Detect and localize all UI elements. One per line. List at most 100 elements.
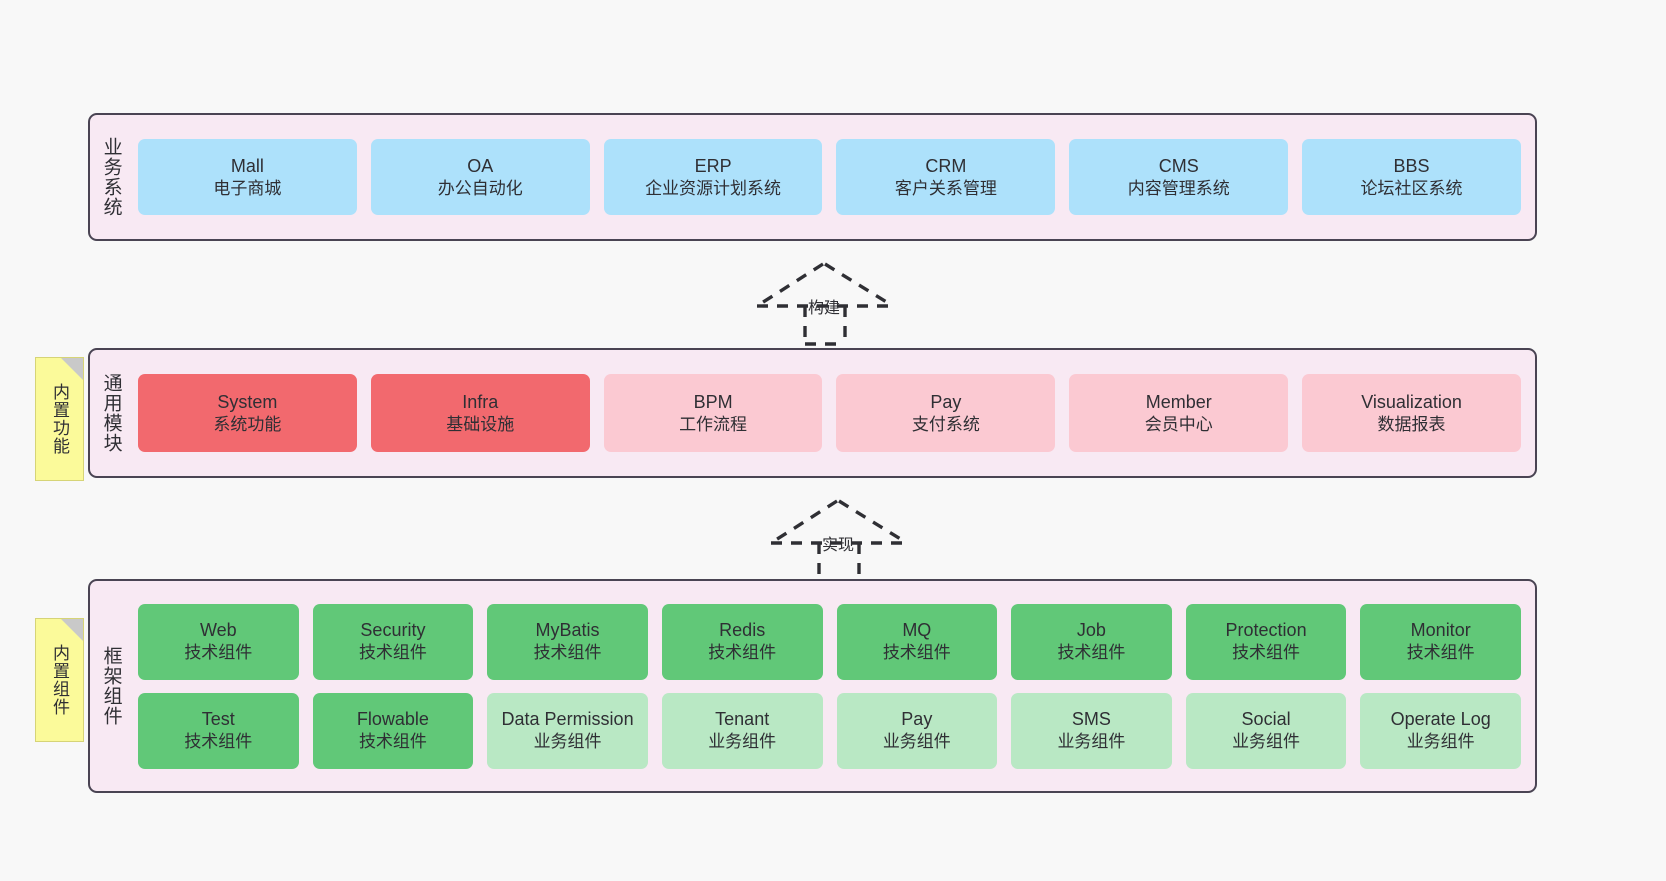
card-subtitle: 技术组件 <box>533 643 602 663</box>
card-subtitle: 电子商城 <box>213 178 282 198</box>
card-title: Protection <box>1225 620 1307 641</box>
card-subtitle: 技术组件 <box>184 732 253 752</box>
card-title: SMS <box>1071 709 1111 730</box>
layer-common-module: 通用模块 System 系统功能 Infra 基础设施 BPM 工作流程 Pay… <box>88 348 1537 478</box>
card-title: OA <box>467 155 494 176</box>
card-test[interactable]: Test 技术组件 <box>138 692 299 769</box>
card-redis[interactable]: Redis 技术组件 <box>661 603 823 680</box>
card-title: MQ <box>902 620 932 641</box>
card-pay-component[interactable]: Pay 业务组件 <box>836 692 998 769</box>
card-erp[interactable]: ERP 企业资源计划系统 <box>603 139 823 215</box>
card-title: Operate Log <box>1390 709 1491 730</box>
card-data-permission[interactable]: Data Permission 业务组件 <box>487 692 648 769</box>
note-label: 内置功能 <box>50 383 70 455</box>
connector-implement-label: 实现 <box>822 537 855 554</box>
card-subtitle: 工作流程 <box>679 414 748 434</box>
card-subtitle: 技术组件 <box>184 643 253 663</box>
card-subtitle: 技术组件 <box>882 643 951 663</box>
card-subtitle: 业务组件 <box>1232 732 1301 752</box>
card-pay-module[interactable]: Pay 支付系统 <box>836 374 1056 452</box>
note-label: 内置组件 <box>50 644 70 716</box>
connector-implement: 实现 <box>767 495 917 583</box>
card-title: Security <box>360 620 426 641</box>
card-subtitle: 数据报表 <box>1377 414 1446 434</box>
card-title: Job <box>1076 620 1106 641</box>
note-builtin-function: 内置功能 <box>35 357 84 481</box>
card-title: Member <box>1145 391 1212 412</box>
card-title: Tenant <box>715 709 770 730</box>
card-cms[interactable]: CMS 内容管理系统 <box>1069 139 1289 215</box>
card-subtitle: 技术组件 <box>358 732 427 752</box>
card-subtitle: 业务组件 <box>1057 732 1126 752</box>
framework-row-business: Test 技术组件 Flowable 技术组件 Data Permission … <box>138 692 1521 769</box>
layer-title-framework-component: 框架组件 <box>100 646 122 726</box>
note-builtin-component: 内置组件 <box>35 618 84 742</box>
card-infra[interactable]: Infra 基础设施 <box>370 374 590 452</box>
card-sms[interactable]: SMS 业务组件 <box>1011 692 1172 769</box>
card-subtitle: 技术组件 <box>1057 643 1126 663</box>
card-subtitle: 业务组件 <box>1406 732 1475 752</box>
card-subtitle: 系统功能 <box>213 414 282 434</box>
card-protection[interactable]: Protection 技术组件 <box>1185 603 1347 680</box>
card-title: CMS <box>1158 155 1199 176</box>
layer-body-common-module: System 系统功能 Infra 基础设施 BPM 工作流程 Pay 支付系统… <box>132 350 1535 476</box>
layer-title-business-system: 业务系统 <box>100 137 122 217</box>
card-subtitle: 客户关系管理 <box>894 178 997 198</box>
card-bpm[interactable]: BPM 工作流程 <box>603 374 823 452</box>
layer-title-common-module: 通用模块 <box>100 373 122 453</box>
card-social[interactable]: Social 业务组件 <box>1185 692 1347 769</box>
card-title: Web <box>199 620 237 641</box>
card-title: Redis <box>719 620 766 641</box>
card-title: Social <box>1241 709 1291 730</box>
card-title: Visualization <box>1361 391 1462 412</box>
card-subtitle: 基础设施 <box>446 414 515 434</box>
card-crm[interactable]: CRM 客户关系管理 <box>836 139 1056 215</box>
card-title: Pay <box>930 391 962 412</box>
card-subtitle: 办公自动化 <box>437 178 523 198</box>
layer-body-framework-component: Web 技术组件 Security 技术组件 MyBatis 技术组件 Redi… <box>132 581 1535 791</box>
card-title: Infra <box>462 391 499 412</box>
card-mybatis[interactable]: MyBatis 技术组件 <box>487 603 648 680</box>
card-title: Monitor <box>1410 620 1471 641</box>
note-fold-corner-icon <box>61 619 83 641</box>
card-subtitle: 论坛社区系统 <box>1360 178 1463 198</box>
card-visualization[interactable]: Visualization 数据报表 <box>1302 374 1521 452</box>
card-subtitle: 技术组件 <box>708 643 777 663</box>
card-title: Pay <box>901 709 933 730</box>
card-subtitle: 业务组件 <box>882 732 951 752</box>
card-oa[interactable]: OA 办公自动化 <box>370 139 590 215</box>
card-subtitle: 业务组件 <box>708 732 777 752</box>
card-monitor[interactable]: Monitor 技术组件 <box>1360 603 1521 680</box>
card-mq[interactable]: MQ 技术组件 <box>836 603 998 680</box>
layer-body-business-system: Mall 电子商城 OA 办公自动化 ERP 企业资源计划系统 CRM 客户关系… <box>132 115 1535 239</box>
card-web[interactable]: Web 技术组件 <box>138 603 299 680</box>
card-subtitle: 业务组件 <box>533 732 602 752</box>
card-subtitle: 会员中心 <box>1144 414 1213 434</box>
card-title: BPM <box>693 391 733 412</box>
layer-business-system: 业务系统 Mall 电子商城 OA 办公自动化 ERP 企业资源计划系统 CRM… <box>88 113 1537 241</box>
card-bbs[interactable]: BBS 论坛社区系统 <box>1302 139 1521 215</box>
card-subtitle: 技术组件 <box>358 643 427 663</box>
card-title: MyBatis <box>535 620 600 641</box>
card-subtitle: 技术组件 <box>1406 643 1475 663</box>
card-system[interactable]: System 系统功能 <box>138 374 357 452</box>
card-title: ERP <box>694 155 732 176</box>
card-title: Data Permission <box>501 709 634 730</box>
card-job[interactable]: Job 技术组件 <box>1011 603 1172 680</box>
card-operate-log[interactable]: Operate Log 业务组件 <box>1360 692 1521 769</box>
card-mall[interactable]: Mall 电子商城 <box>138 139 357 215</box>
card-title: BBS <box>1393 155 1430 176</box>
layer-framework-component: 框架组件 Web 技术组件 Security 技术组件 MyBatis 技术组件… <box>88 579 1537 793</box>
card-subtitle: 企业资源计划系统 <box>645 178 782 198</box>
framework-row-technical: Web 技术组件 Security 技术组件 MyBatis 技术组件 Redi… <box>138 603 1521 680</box>
card-title: Mall <box>230 155 264 176</box>
card-security[interactable]: Security 技术组件 <box>312 603 474 680</box>
card-member[interactable]: Member 会员中心 <box>1069 374 1289 452</box>
card-flowable[interactable]: Flowable 技术组件 <box>312 692 474 769</box>
note-fold-corner-icon <box>61 358 83 380</box>
card-title: Flowable <box>356 709 429 730</box>
card-tenant[interactable]: Tenant 业务组件 <box>661 692 823 769</box>
card-title: Test <box>201 709 235 730</box>
connector-build-label: 构建 <box>808 300 841 317</box>
